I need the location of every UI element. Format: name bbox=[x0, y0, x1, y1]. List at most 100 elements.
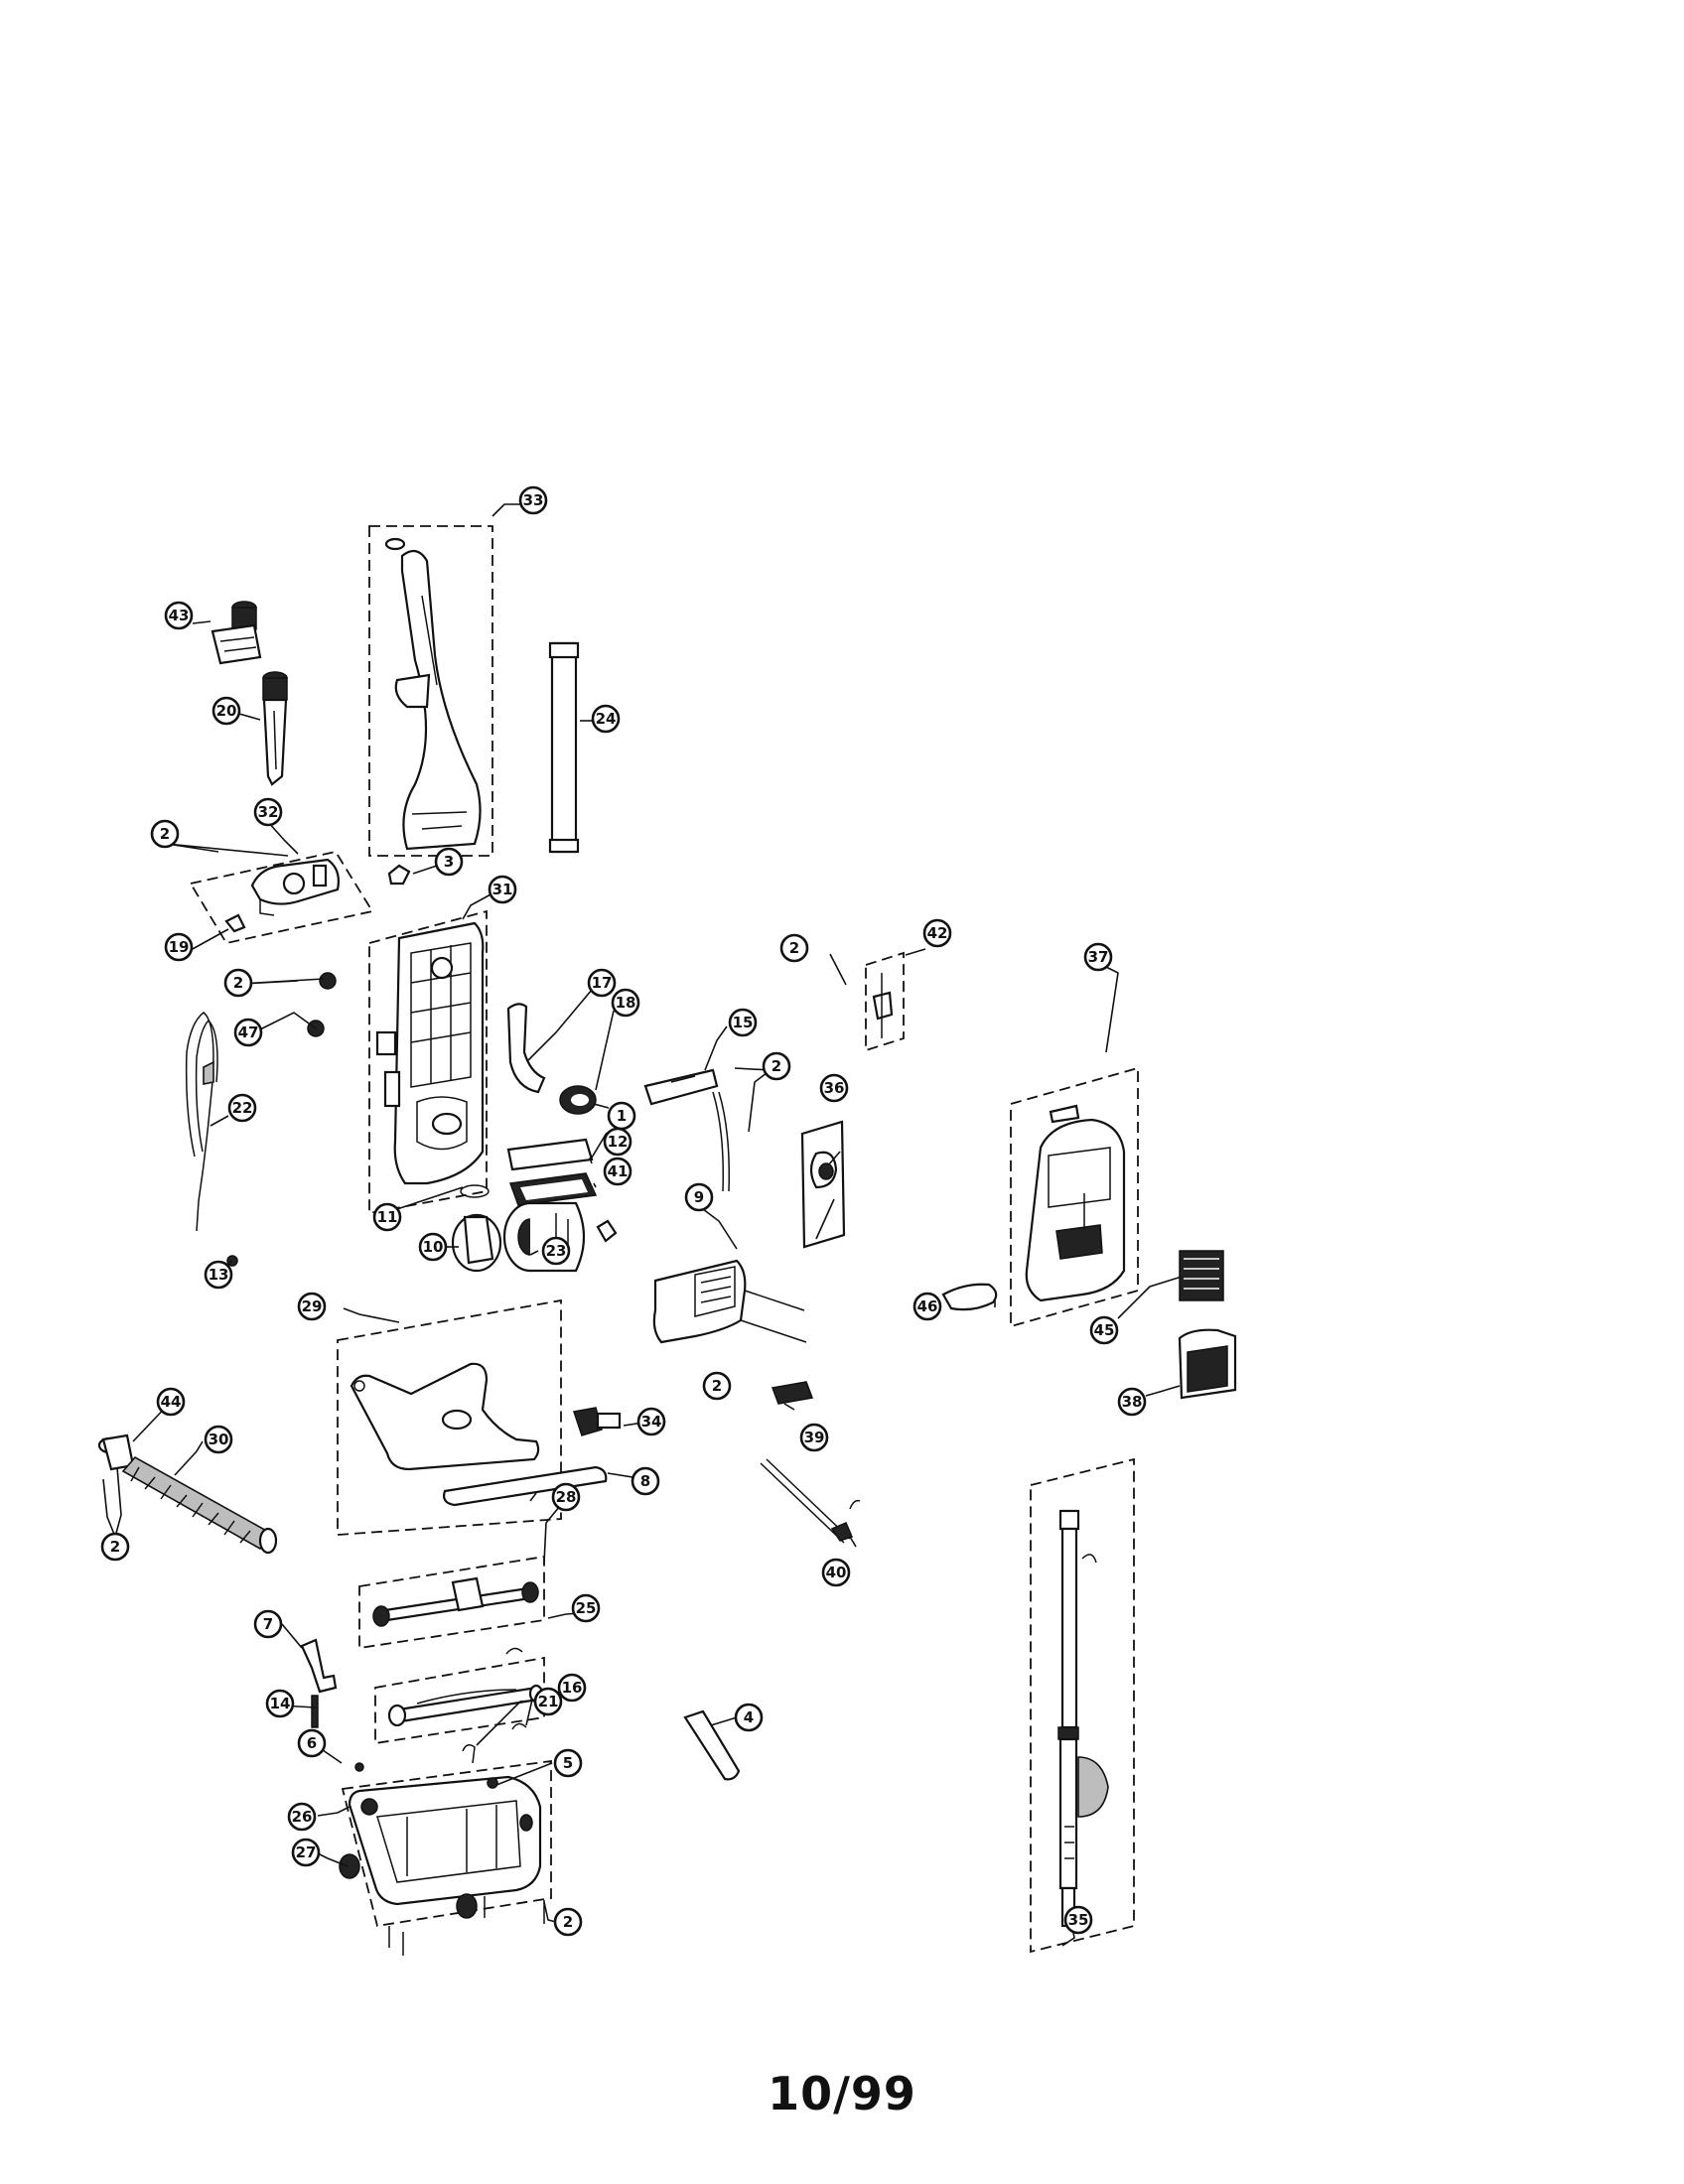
part-21-drawing bbox=[462, 1744, 476, 1764]
part-42-drawing bbox=[872, 973, 894, 1038]
callout-2-knob: 2 bbox=[223, 968, 253, 998]
part-31-housing-drawing bbox=[375, 921, 485, 1185]
callout-33: 33 bbox=[518, 485, 548, 515]
svg-text:39: 39 bbox=[804, 1429, 825, 1446]
part-32-clip-drawing bbox=[250, 858, 340, 916]
callout-34: 34 bbox=[636, 1407, 666, 1436]
svg-text:2: 2 bbox=[160, 825, 170, 843]
page-number: 10/99 bbox=[768, 2067, 916, 2120]
screws-base-drawing bbox=[388, 1896, 545, 1956]
svg-text:42: 42 bbox=[927, 924, 948, 942]
callout-18: 18 bbox=[611, 988, 640, 1018]
callout-6: 6 bbox=[297, 1728, 327, 1758]
part-9-drawing bbox=[652, 1259, 807, 1344]
part-34-drawing bbox=[573, 1407, 622, 1436]
svg-text:44: 44 bbox=[161, 1393, 182, 1411]
part-15-drawing bbox=[643, 1068, 719, 1106]
part-6-drawing bbox=[354, 1762, 364, 1772]
callout-26: 26 bbox=[287, 1802, 317, 1832]
svg-text:36: 36 bbox=[824, 1079, 845, 1097]
svg-text:43: 43 bbox=[169, 607, 190, 624]
callout-29: 29 bbox=[297, 1292, 327, 1321]
svg-text:22: 22 bbox=[232, 1099, 253, 1117]
callout-11: 11 bbox=[372, 1202, 402, 1232]
part-35-wand-drawing bbox=[1057, 1509, 1109, 1928]
svg-text:8: 8 bbox=[640, 1472, 650, 1490]
svg-text:1: 1 bbox=[617, 1107, 627, 1125]
callout-2-base: 2 bbox=[553, 1907, 583, 1937]
cord-wire-drawing bbox=[712, 1091, 731, 1192]
svg-text:23: 23 bbox=[546, 1242, 567, 1260]
part-4-belt-drawing bbox=[683, 1709, 741, 1781]
svg-text:35: 35 bbox=[1068, 1911, 1089, 1929]
svg-text:11: 11 bbox=[377, 1208, 398, 1226]
svg-text:16: 16 bbox=[562, 1679, 583, 1697]
part-8-rod-drawing bbox=[443, 1465, 608, 1507]
part-43-tool-drawing bbox=[210, 601, 262, 665]
svg-text:2: 2 bbox=[233, 974, 243, 992]
svg-text:46: 46 bbox=[917, 1297, 938, 1315]
callout-16: 16 bbox=[557, 1673, 587, 1703]
svg-text:21: 21 bbox=[538, 1693, 559, 1710]
hose-clip-box bbox=[189, 850, 374, 945]
part-19-clip-drawing bbox=[224, 913, 246, 933]
svg-text:15: 15 bbox=[733, 1014, 754, 1031]
housing-assembly-box bbox=[368, 909, 488, 1215]
callout-42: 42 bbox=[922, 918, 952, 948]
callout-2-hose: 2 bbox=[100, 1532, 130, 1562]
part-11-drawing bbox=[460, 1184, 490, 1198]
part-22-hose-drawing bbox=[185, 1012, 218, 1232]
callout-44: 44 bbox=[156, 1387, 186, 1417]
part-5-drawing bbox=[487, 1777, 498, 1789]
callout-8: 8 bbox=[631, 1466, 660, 1496]
svg-text:29: 29 bbox=[302, 1297, 323, 1315]
svg-text:14: 14 bbox=[270, 1695, 291, 1712]
callout-1: 1 bbox=[607, 1101, 636, 1131]
callout-7: 7 bbox=[253, 1609, 283, 1639]
part-47-knobs-drawing bbox=[307, 972, 337, 1037]
svg-text:13: 13 bbox=[209, 1266, 229, 1284]
callout-38: 38 bbox=[1117, 1387, 1147, 1417]
svg-text:26: 26 bbox=[292, 1808, 313, 1826]
part-7-drawing bbox=[300, 1638, 338, 1694]
callout-23: 23 bbox=[541, 1236, 571, 1266]
callout-14: 14 bbox=[265, 1689, 295, 1718]
callout-9: 9 bbox=[684, 1182, 714, 1212]
svg-text:33: 33 bbox=[523, 491, 544, 509]
svg-text:30: 30 bbox=[209, 1431, 229, 1448]
svg-text:7: 7 bbox=[263, 1615, 273, 1633]
svg-text:32: 32 bbox=[258, 803, 279, 821]
svg-text:9: 9 bbox=[694, 1188, 704, 1206]
svg-text:28: 28 bbox=[556, 1488, 577, 1506]
svg-text:17: 17 bbox=[592, 974, 613, 992]
svg-text:34: 34 bbox=[641, 1413, 662, 1431]
part-3-drawing bbox=[387, 864, 411, 886]
svg-text:41: 41 bbox=[608, 1162, 629, 1180]
svg-text:2: 2 bbox=[110, 1538, 120, 1556]
svg-text:2: 2 bbox=[712, 1377, 722, 1395]
callout-46: 46 bbox=[912, 1292, 942, 1321]
part-14-drawing bbox=[311, 1695, 319, 1728]
part-27-wheel-drawing bbox=[339, 1853, 478, 1919]
svg-text:31: 31 bbox=[492, 881, 513, 898]
callout-2-panel: 2 bbox=[702, 1371, 732, 1401]
svg-text:45: 45 bbox=[1094, 1321, 1115, 1339]
callout-2-clip: 2 bbox=[150, 819, 180, 849]
part-30-hose-drawing bbox=[121, 1455, 278, 1555]
part-45-filter-drawing bbox=[1179, 1250, 1224, 1301]
svg-text:2: 2 bbox=[772, 1057, 781, 1075]
callout-10: 10 bbox=[418, 1232, 448, 1262]
callout-37: 37 bbox=[1083, 942, 1113, 972]
callout-36: 36 bbox=[819, 1073, 849, 1103]
part-46-drawing bbox=[941, 1283, 998, 1311]
part-36-bag-drawing bbox=[800, 1120, 846, 1249]
callout-3: 3 bbox=[434, 847, 464, 877]
part-38-drawing bbox=[1178, 1328, 1237, 1400]
part-41-filter-drawing bbox=[508, 1172, 598, 1206]
callout-15: 15 bbox=[728, 1008, 758, 1037]
part-10-fan-drawing bbox=[451, 1213, 502, 1273]
callout-5: 5 bbox=[553, 1748, 583, 1778]
callout-35: 35 bbox=[1063, 1905, 1093, 1935]
svg-text:2: 2 bbox=[789, 939, 799, 957]
